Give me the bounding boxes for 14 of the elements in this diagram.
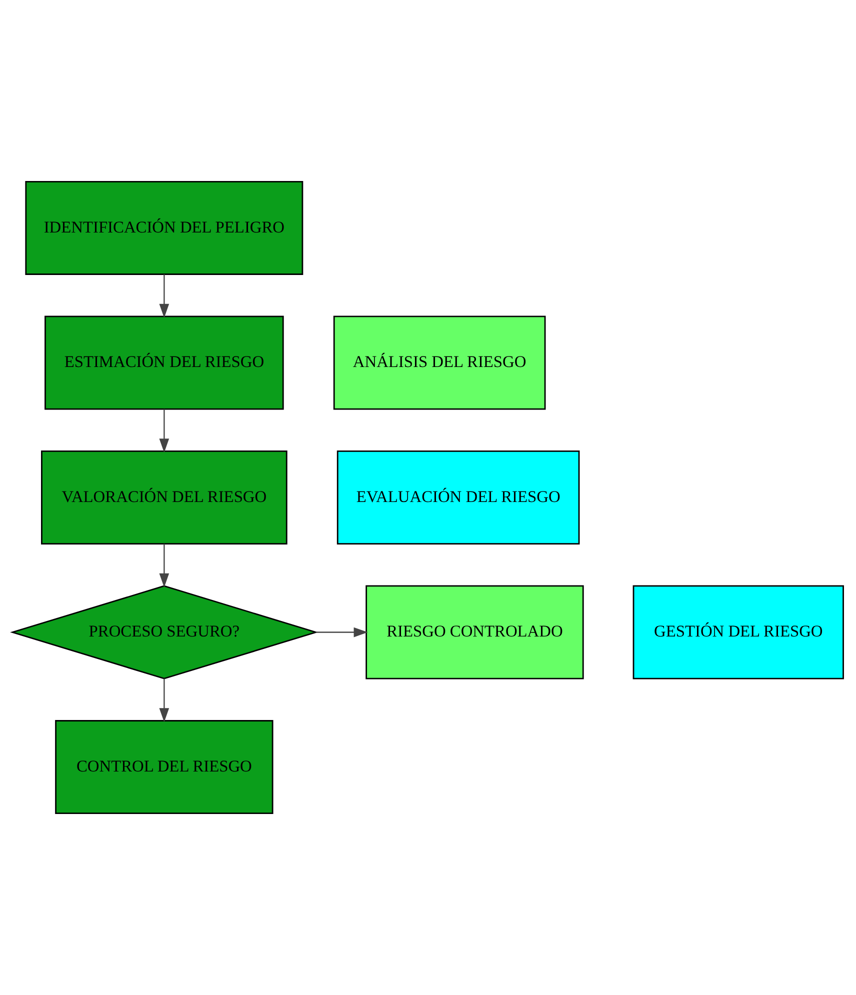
arrow [316,627,368,638]
node-box: ESTIMACIÓN DEL RIESGO [44,316,284,410]
arrow [159,274,170,318]
arrow [159,678,170,722]
node-box: CONTROL DEL RIESGO [55,720,274,814]
arrow [159,544,170,588]
arrow [159,409,170,453]
node-box: RIESGO CONTROLADO [366,585,584,680]
node-box: EVALUACIÓN DEL RIESGO [336,450,580,544]
node-box: VALORACIÓN DEL RIESGO [41,450,288,544]
node-box: IDENTIFICACIÓN DEL PELIGRO [25,180,304,275]
node-box: GESTIÓN DEL RIESGO [632,585,844,680]
node-diamond: PROCESO SEGURO? [10,585,318,680]
node-box: ANÁLISIS DEL RIESGO [333,316,546,410]
